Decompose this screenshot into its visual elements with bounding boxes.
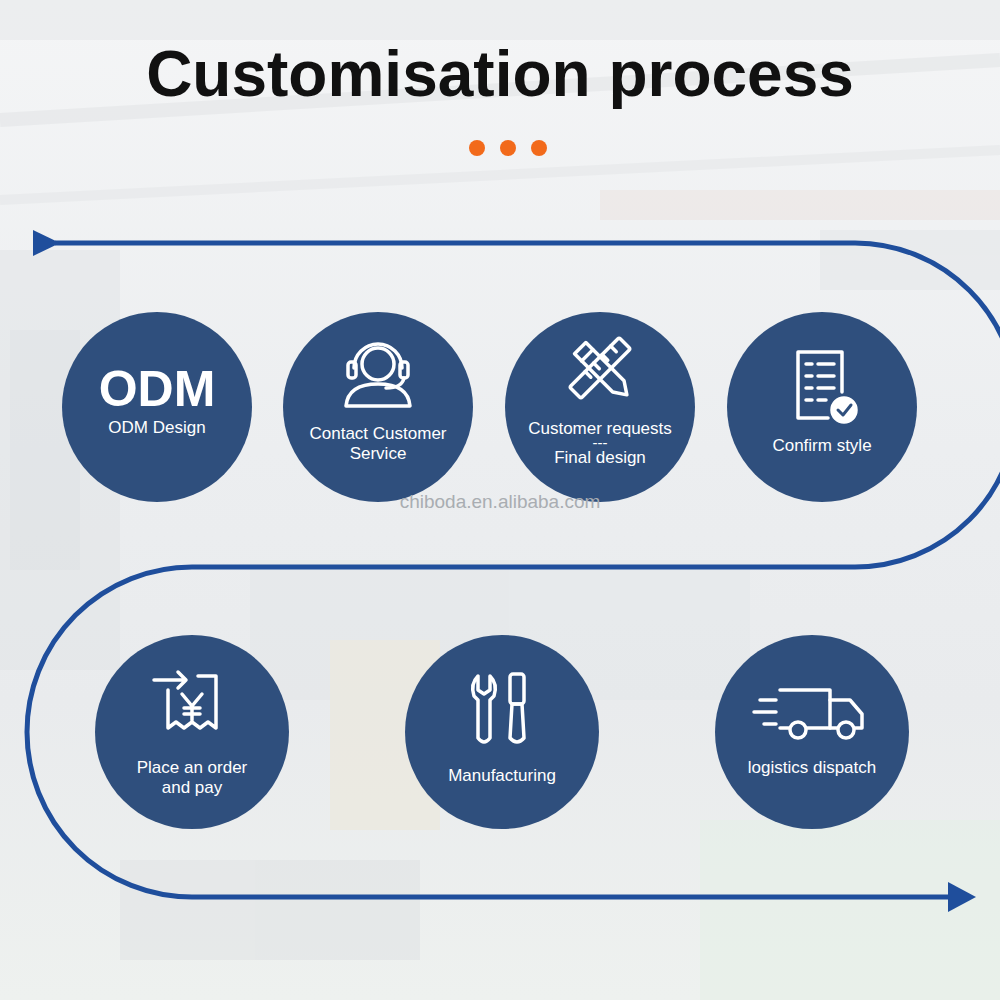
truck-icon [754,690,862,738]
circle-outline [405,635,599,829]
node-label: Contact Customer Service [292,424,464,464]
text-group: ODMODM Design [62,361,252,439]
payment-icon [154,672,216,728]
circle-fill [715,635,909,829]
circle-outline [715,635,909,829]
node-label: ODM Design [72,417,242,439]
text-group: Place an order and pay [95,758,289,798]
process-circle: Contact Customer Service [283,312,473,502]
page-title: Customisation process [0,36,1000,112]
decor-dot [531,140,547,156]
circle-outline [505,312,695,502]
flow-path [27,243,1000,897]
decor-dot [469,140,485,156]
text-group: logistics dispatch [715,758,909,778]
circle-fill [62,312,252,502]
tools-icon [473,674,524,742]
watermark: chiboda.en.alibaba.com [300,490,700,514]
process-circle: ODMODM Design [62,312,252,502]
headset-icon [346,344,410,406]
circle-fill [505,312,695,502]
circle-outline [727,312,917,502]
flow-end-arrow [948,882,976,912]
circle-fill [405,635,599,829]
process-circle: Manufacturing [405,635,599,829]
checklist-icon [798,352,856,422]
flow-start-arrow [33,230,60,256]
node-label: Customer requests [512,421,688,437]
circle-outline [95,635,289,829]
node-label: --- [512,437,688,449]
node-label: Manufacturing [416,766,588,786]
text-group: Contact Customer Service [283,424,473,464]
node-label: Confirm style [736,436,908,456]
circle-fill [727,312,917,502]
node-heading: ODM [72,361,242,417]
design-tools-icon [570,338,633,401]
text-group: Manufacturing [405,766,599,786]
circle-fill [283,312,473,502]
circle-fill [95,635,289,829]
process-circle: Customer requests---Final design [505,312,695,502]
process-circle: Place an order and pay [95,635,289,829]
process-circle: Confirm style [727,312,917,502]
text-group: Customer requests---Final design [505,421,695,467]
text-group: Confirm style [727,436,917,456]
node-label: Final design [512,449,688,467]
node-label: logistics dispatch [724,758,900,778]
node-label: Place an order and pay [122,758,262,798]
process-circle: logistics dispatch [715,635,909,829]
circle-outline [283,312,473,502]
decor-dot [500,140,516,156]
